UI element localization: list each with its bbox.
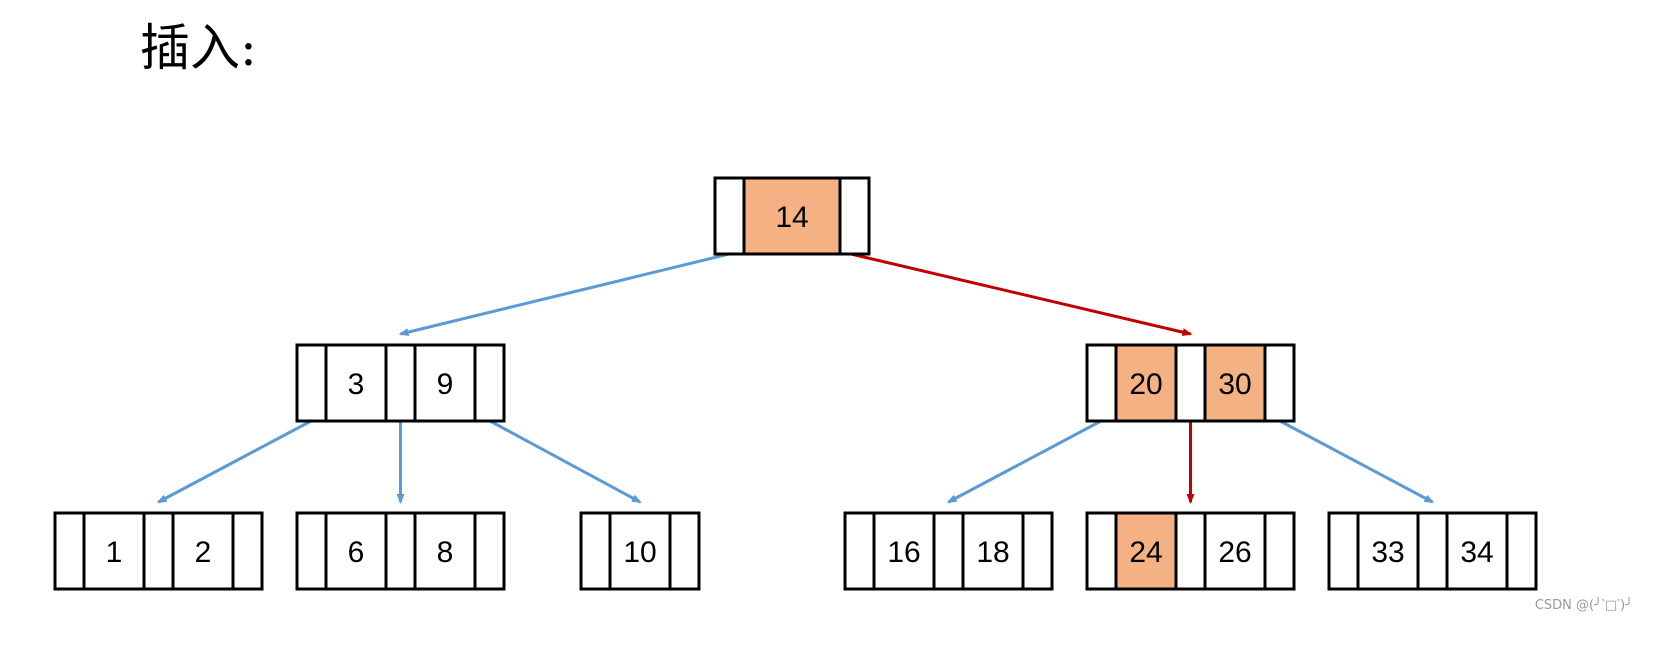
pointer-slot — [384, 343, 417, 423]
key-cell — [1445, 511, 1509, 591]
key-label: 24 — [1129, 536, 1162, 569]
key-label: 20 — [1129, 368, 1162, 401]
pointer-slot — [1174, 343, 1207, 423]
edge-left-to-leaf-1 — [156, 419, 312, 504]
key-cell — [1203, 343, 1267, 423]
key-cell — [1356, 511, 1420, 591]
tree-node-root: 14 — [713, 176, 871, 256]
pointer-slot — [384, 511, 417, 591]
key-label: 1 — [106, 536, 123, 569]
key-cell — [82, 511, 146, 591]
key-cell — [1114, 511, 1178, 591]
key-label: 9 — [437, 368, 454, 401]
key-label: 10 — [623, 536, 656, 569]
key-label: 2 — [195, 536, 212, 569]
key-label: 3 — [348, 368, 365, 401]
pointer-slot — [1505, 511, 1538, 591]
key-label: 8 — [437, 536, 454, 569]
pointer-slot — [1085, 343, 1118, 423]
pointer-slot — [843, 511, 876, 591]
pointer-slot — [473, 511, 506, 591]
edge-root-to-right — [850, 252, 1193, 337]
pointer-slot — [473, 343, 506, 423]
pointer-slot — [932, 511, 965, 591]
pointer-slot — [713, 176, 746, 256]
tree-node-leaf-5: 24 26 — [1085, 511, 1296, 591]
pointer-slot — [231, 511, 264, 591]
key-label: 33 — [1371, 536, 1404, 569]
pointer-slot — [668, 511, 701, 591]
tree-node-leaf-6: 33 34 — [1327, 511, 1538, 591]
pointer-slot — [1021, 511, 1054, 591]
page-title: 插入: — [140, 19, 257, 77]
key-cell — [742, 176, 842, 256]
key-cell — [324, 343, 388, 423]
key-label: 6 — [348, 536, 365, 569]
pointer-slot — [53, 511, 86, 591]
pointer-slot — [1416, 511, 1449, 591]
edges-layer — [156, 252, 1435, 504]
pointer-slot — [838, 176, 871, 256]
key-cell — [413, 511, 477, 591]
edge-right-to-leaf-4 — [946, 419, 1102, 504]
key-label: 30 — [1218, 368, 1251, 401]
pointer-slot — [1263, 343, 1296, 423]
key-cell — [1114, 343, 1178, 423]
pointer-slot — [1174, 511, 1207, 591]
pointer-slot — [1263, 511, 1296, 591]
pointer-slot — [1085, 511, 1118, 591]
pointer-slot — [579, 511, 612, 591]
key-label: 18 — [976, 536, 1009, 569]
key-label: 16 — [887, 536, 920, 569]
key-cell — [171, 511, 235, 591]
tree-node-leaf-3: 10 — [579, 511, 701, 591]
pointer-slot — [142, 511, 175, 591]
edge-root-to-left — [398, 252, 730, 336]
key-cell — [961, 511, 1025, 591]
watermark: CSDN @(╯‵□′)╯ — [1534, 598, 1633, 613]
pointer-slot — [295, 511, 328, 591]
key-label: 14 — [775, 201, 808, 234]
edge-left-to-leaf-3 — [489, 419, 642, 504]
key-label: 26 — [1218, 536, 1251, 569]
key-label: 34 — [1460, 536, 1493, 569]
pointer-slot — [1327, 511, 1360, 591]
pointer-slot — [295, 343, 328, 423]
key-cell — [872, 511, 936, 591]
key-cell — [1203, 511, 1267, 591]
edge-right-to-leaf-6 — [1279, 419, 1435, 504]
